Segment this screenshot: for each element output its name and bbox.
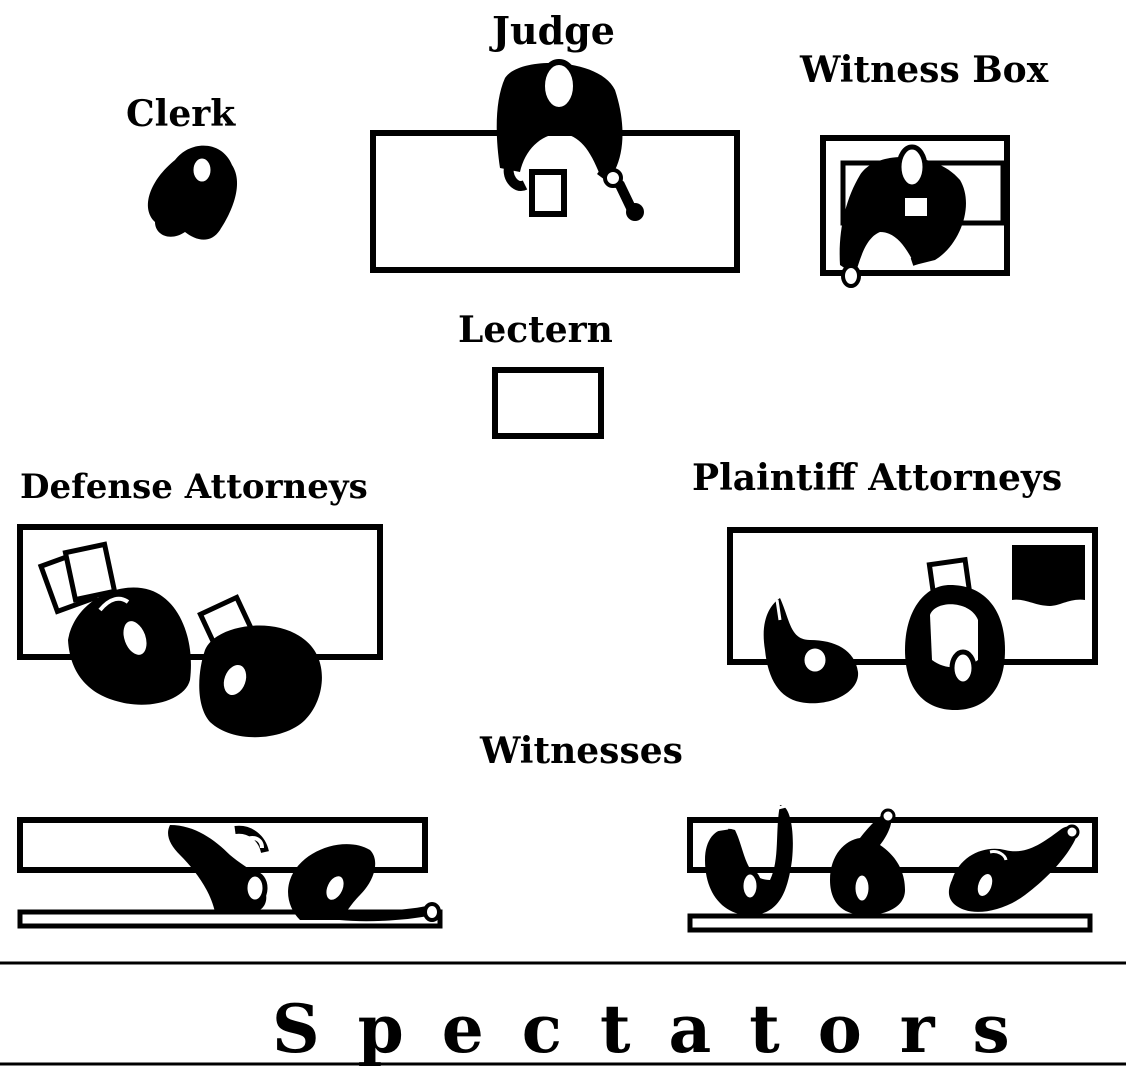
plaintiff-folder	[1012, 545, 1085, 606]
defense-attorney-1	[68, 587, 191, 704]
clerk-label: Clerk	[126, 96, 235, 132]
judge-label: Judge	[492, 12, 615, 50]
plaintiff-attorneys-label: Plaintiff Attorneys	[692, 460, 1062, 496]
witness-left-2	[288, 844, 439, 920]
lectern	[495, 370, 601, 436]
plaintiff-attorney-2	[905, 560, 1005, 710]
lectern-label: Lectern	[458, 312, 613, 348]
witness-box-label: Witness Box	[800, 52, 1048, 88]
defense-attorneys-label: Defense Attorneys	[20, 470, 368, 504]
witness-figure	[840, 147, 966, 286]
spectators-label: Spectators	[272, 996, 1048, 1062]
clerk-figure	[148, 146, 237, 240]
witness-right-2	[830, 810, 905, 915]
plaintiff-attorney-1	[764, 598, 858, 703]
judge-figure	[497, 62, 644, 221]
defense-attorney-2	[199, 597, 322, 737]
witnesses-label: Witnesses	[480, 733, 683, 769]
